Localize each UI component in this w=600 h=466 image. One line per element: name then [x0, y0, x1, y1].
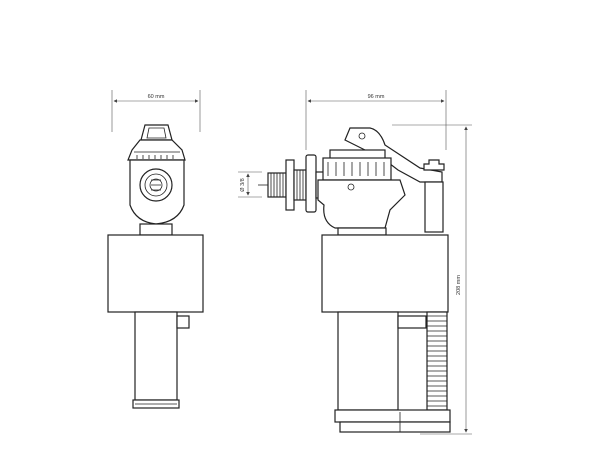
float-box — [107, 234, 204, 313]
valve-cap — [322, 157, 392, 181]
depth-dimension-label: 96 mm — [368, 94, 385, 100]
adjust-screw — [423, 159, 445, 171]
valve-body — [317, 179, 406, 229]
spring — [426, 311, 448, 411]
side-view: 96 mm 208 mm Ø 3/8 — [238, 90, 472, 435]
inlet-flange — [285, 159, 295, 211]
height-dimension-label: 208 mm — [456, 275, 462, 295]
width-dimension-label: 60 mm — [148, 94, 165, 100]
clip — [176, 315, 190, 329]
stem — [134, 311, 178, 401]
inlet-dimension-label: Ø 3/8 — [240, 178, 246, 191]
stem-side — [337, 311, 399, 411]
float-box-side — [321, 234, 449, 313]
float-lever — [344, 127, 443, 183]
lock-nut — [305, 154, 317, 213]
front-view: 60 mm — [107, 90, 204, 409]
base-side — [334, 409, 451, 423]
guide-tube — [424, 181, 444, 233]
